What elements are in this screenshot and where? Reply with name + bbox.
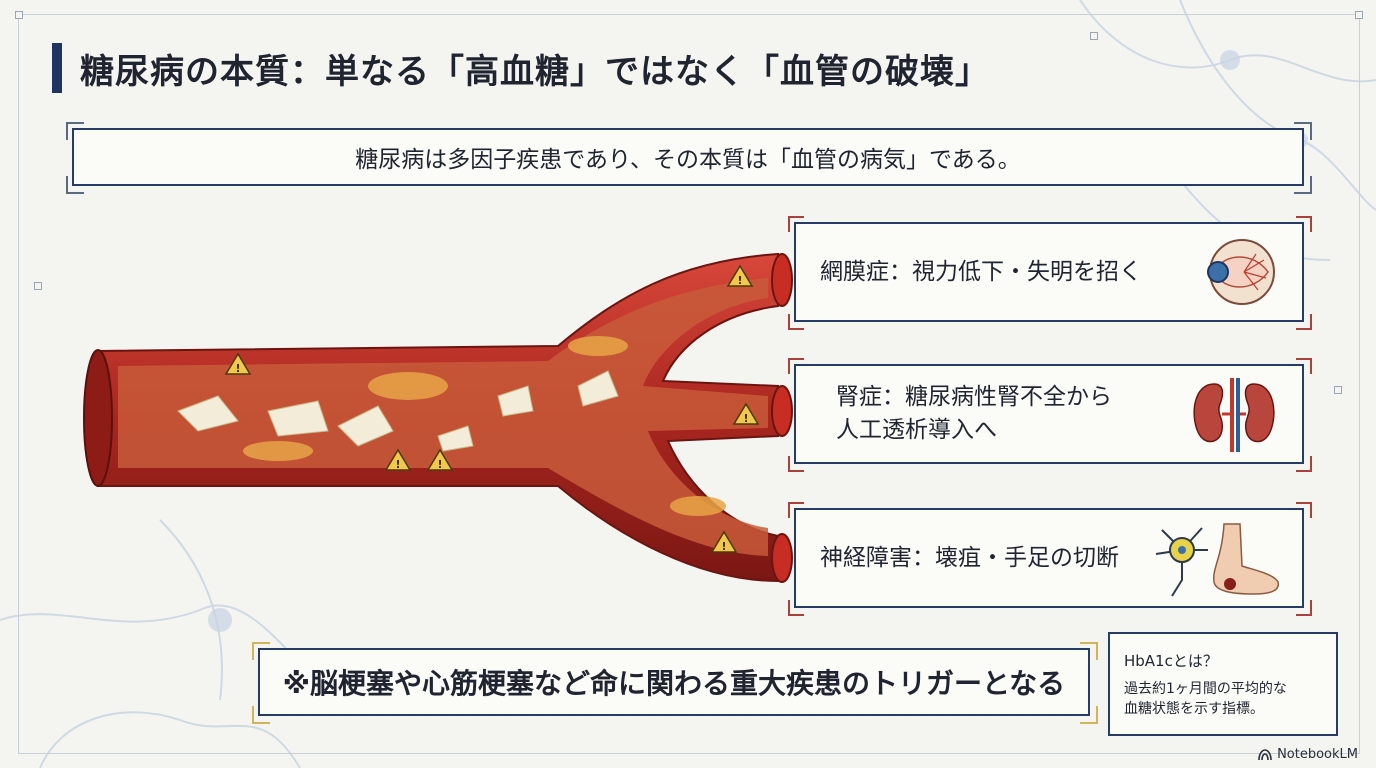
card-corner [1296, 216, 1312, 232]
card-corner [788, 216, 804, 232]
card-corner [1296, 358, 1312, 374]
notebooklm-label: NotebookLM [1277, 747, 1358, 762]
svg-text:!: ! [395, 458, 400, 471]
card-corner [1296, 456, 1312, 472]
hba1c-question: HbA1cとは？ [1124, 652, 1218, 670]
slide-frame [18, 14, 1360, 754]
svg-text:!: ! [437, 458, 442, 471]
foot-icon [1213, 523, 1280, 595]
frame-corner-dot [15, 11, 23, 19]
svg-text:!: ! [721, 540, 726, 553]
summary-box: 糖尿病は多因子疾患であり、その本質は「血管の病気」である。 [72, 128, 1304, 186]
notebooklm-logo-icon [1258, 748, 1272, 760]
summary-corner [1294, 122, 1312, 140]
summary-text: 糖尿病は多因子疾患であり、その本質は「血管の病気」である。 [355, 147, 1021, 173]
svg-text:!: ! [743, 412, 748, 425]
warning-corner [1080, 706, 1098, 724]
warning-box: ※脳梗塞や心筋梗塞など命に関わる重大疾患のトリガーとなる [258, 648, 1090, 716]
warning-text: ※脳梗塞や心筋梗塞など命に関わる重大疾患のトリガーとなる [282, 667, 1066, 700]
card-corner [788, 456, 804, 472]
card-corner [788, 600, 804, 616]
complication-card-nephropathy: 腎症：糖尿病性腎不全から 人工透析導入へ [794, 364, 1304, 464]
nephropathy-label-line2: 人工透析導入へ [836, 417, 997, 443]
kidney-icon [1193, 378, 1275, 452]
title-accent-bar [52, 43, 62, 93]
frame-corner-dot [1090, 32, 1098, 40]
neuron-icon [1155, 527, 1208, 597]
eye-icon [1207, 239, 1275, 305]
summary-corner [1294, 176, 1312, 194]
card-corner [1296, 314, 1312, 330]
summary-corner [66, 176, 84, 194]
hba1c-note: HbA1cとは？ 過去約1ヶ月間の平均的な 血糖状態を示す指標。 [1108, 632, 1338, 736]
complication-card-retinopathy: 網膜症：視力低下・失明を招く [794, 222, 1304, 322]
nephropathy-label-line1: 腎症：糖尿病性腎不全から [836, 384, 1112, 410]
page-title: 糖尿病の本質：単なる「高血糖」ではなく「血管の破壊」 [80, 52, 990, 92]
neuropathy-label: 神経障害：壊疽・手足の切断 [820, 544, 1119, 571]
hba1c-answer-line2: 血糖状態を示す指標。 [1124, 701, 1264, 717]
warning-corner [1080, 642, 1098, 660]
card-corner [1296, 502, 1312, 518]
card-corner [788, 502, 804, 518]
hba1c-answer: 過去約1ヶ月間の平均的な 血糖状態を示す指標。 [1124, 679, 1322, 719]
retinopathy-label: 網膜症：視力低下・失明を招く [820, 258, 1142, 285]
frame-corner-dot [34, 282, 42, 290]
summary-corner [66, 122, 84, 140]
complication-card-neuropathy: 神経障害：壊疽・手足の切断 [794, 508, 1304, 608]
notebooklm-branding: NotebookLM [1258, 747, 1358, 762]
svg-text:!: ! [737, 274, 742, 287]
nephropathy-label: 腎症：糖尿病性腎不全から 人工透析導入へ [796, 381, 1196, 447]
damaged-blood-vessel-illustration: !!! !!! [83, 252, 793, 583]
svg-text:!: ! [235, 362, 240, 375]
warning-corner [252, 642, 270, 660]
card-corner [788, 358, 804, 374]
frame-corner-dot [1355, 11, 1363, 19]
frame-corner-dot [1334, 386, 1342, 394]
warning-corner [252, 706, 270, 724]
hba1c-answer-line1: 過去約1ヶ月間の平均的な [1124, 681, 1287, 697]
card-corner [788, 314, 804, 330]
card-corner [1296, 600, 1312, 616]
